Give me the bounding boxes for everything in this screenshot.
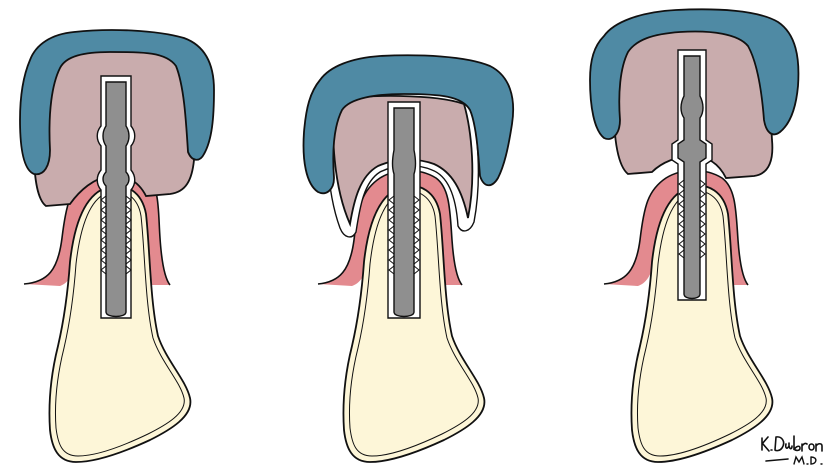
implant-panel-right [590, 9, 798, 462]
implant [393, 108, 416, 317]
implant [103, 82, 129, 317]
implant-panel-left [20, 30, 214, 462]
signature [758, 432, 828, 468]
implant-panel-middle [304, 55, 514, 462]
